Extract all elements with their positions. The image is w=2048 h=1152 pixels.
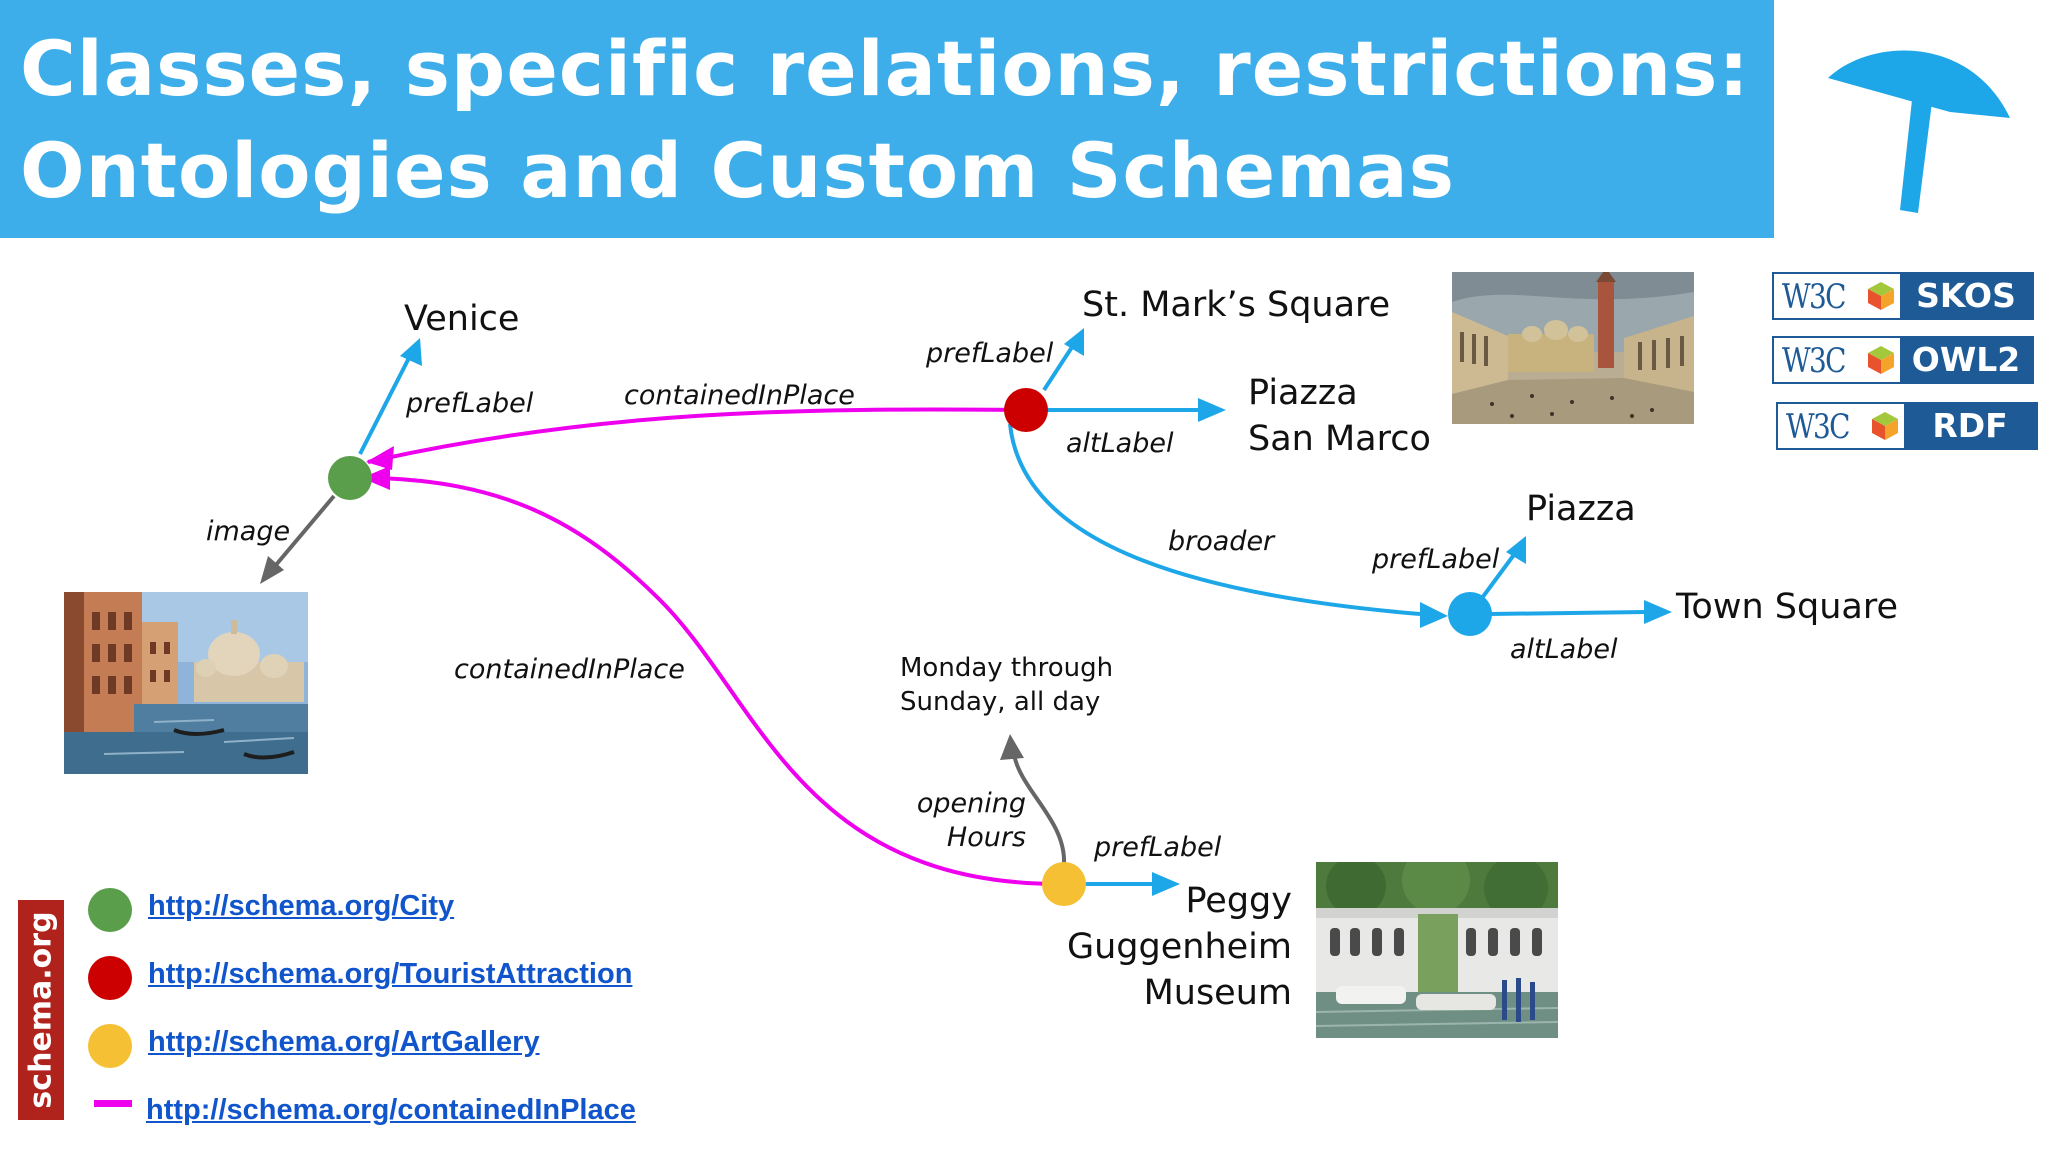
legend-city-dot [88, 888, 132, 932]
badge-skos-label: SKOS [1900, 274, 2032, 318]
edge-piazza-preflabel [1480, 550, 1518, 600]
label-piazza-san-marco-1: Piazza [1248, 373, 1358, 413]
arrowhead-contained-marks [366, 446, 394, 470]
edge-marks-broader [1008, 423, 1421, 616]
w3c-logo-text: W3C [1786, 407, 1850, 447]
edge-label-broader: broader [1168, 526, 1276, 557]
w3c-logo-text: W3C [1782, 341, 1846, 381]
schema-org-logo-text: schema.org [23, 911, 59, 1109]
peggy-guggenheim-photo [1316, 862, 1558, 1038]
edge-label-marks-preflabel: prefLabel [925, 338, 1054, 369]
node-venice-city [328, 456, 372, 500]
label-st-marks-square: St. Mark’s Square [1082, 285, 1390, 325]
title-line-1: Classes, specific relations, restriction… [20, 24, 1750, 113]
label-piazza-san-marco-2: San Marco [1248, 419, 1431, 459]
umbrella-logo-icon [1828, 50, 2010, 213]
label-peggy-2: Guggenheim [1067, 927, 1292, 967]
edge-venice-preflabel [358, 351, 414, 455]
w3c-skos-badge: W3C SKOS [1772, 272, 2034, 320]
arrowhead-broader [1420, 602, 1448, 628]
legend-link-contained-in-place[interactable]: http://schema.org/containedInPlace [146, 1094, 636, 1126]
edge-peggy-opening-hours [1012, 753, 1067, 865]
edge-venice-image [268, 494, 336, 574]
label-hours-2: Sunday, all day [900, 687, 1100, 717]
label-peggy-1: Peggy [1185, 881, 1292, 921]
edge-peggy-contained-in-venice [369, 476, 1061, 886]
badge-owl2-label: OWL2 [1900, 338, 2032, 382]
edge-label-hours: Hours [947, 822, 1026, 853]
arrowhead-piazza-altlabel [1644, 600, 1672, 624]
cube-icon [1868, 282, 1894, 310]
arrowhead-peggy-preflabel [1152, 872, 1180, 896]
edge-label-piazza-preflabel: prefLabel [1371, 544, 1500, 575]
label-town-square: Town Square [1675, 587, 1898, 627]
edge-label-marks-contained: containedInPlace [624, 380, 855, 411]
cube-icon [1868, 346, 1894, 374]
arrowhead-marks-preflabel [1064, 328, 1084, 356]
arrowhead-piazza-preflabel [1506, 536, 1526, 564]
label-hours-1: Monday through [900, 653, 1113, 683]
legend-link-art-gallery[interactable]: http://schema.org/ArtGallery [148, 1026, 540, 1058]
edge-marks-preflabel [1042, 342, 1076, 392]
legend-tourist-attraction-dot [88, 956, 132, 1000]
edge-label-peggy-preflabel: prefLabel [1093, 832, 1222, 863]
badge-rdf-label: RDF [1904, 404, 2036, 448]
legend-link-city[interactable]: http://schema.org/City [148, 890, 455, 922]
arrowhead-venice-preflabel [400, 338, 422, 366]
edge-label-opening: opening [917, 788, 1026, 819]
label-piazza: Piazza [1526, 489, 1636, 529]
w3c-logo-text: W3C [1782, 277, 1846, 317]
edge-label-venice-image: image [206, 516, 290, 547]
legend-link-tourist-attraction[interactable]: http://schema.org/TouristAttraction [148, 958, 633, 990]
w3c-rdf-badge: W3C RDF [1776, 402, 2038, 450]
venice-grand-canal-photo [64, 592, 308, 774]
cube-icon [1872, 412, 1898, 440]
w3c-owl2-badge: W3C OWL2 [1772, 336, 2034, 384]
legend-art-gallery-dot [88, 1024, 132, 1068]
node-st-marks-tourist-attraction [1004, 388, 1048, 432]
st-marks-square-painting [1452, 272, 1694, 424]
edge-marks-contained-in-venice [367, 407, 1027, 464]
arrowhead-opening-hours [1000, 734, 1024, 760]
edge-label-venice-preflabel: prefLabel [405, 388, 534, 419]
title-banner: Classes, specific relations, restriction… [0, 0, 1774, 238]
arrowhead-contained-peggy [362, 466, 390, 490]
edge-label-marks-altlabel: altLabel [1066, 428, 1174, 459]
label-peggy-3: Museum [1144, 973, 1292, 1013]
arrowhead-venice-image [260, 556, 284, 584]
edge-label-piazza-altlabel: altLabel [1510, 634, 1618, 665]
title-line-2: Ontologies and Custom Schemas [20, 126, 1455, 215]
legend-contained-in-place-line [94, 1100, 132, 1107]
arrowhead-marks-altlabel [1198, 398, 1226, 422]
label-venice: Venice [404, 299, 519, 339]
edge-piazza-altlabel [1489, 610, 1647, 616]
node-peggy-art-gallery [1042, 862, 1086, 906]
schema-org-logo: schema.org [18, 900, 64, 1120]
edge-label-peggy-contained: containedInPlace [454, 654, 685, 685]
node-piazza-concept [1448, 592, 1492, 636]
